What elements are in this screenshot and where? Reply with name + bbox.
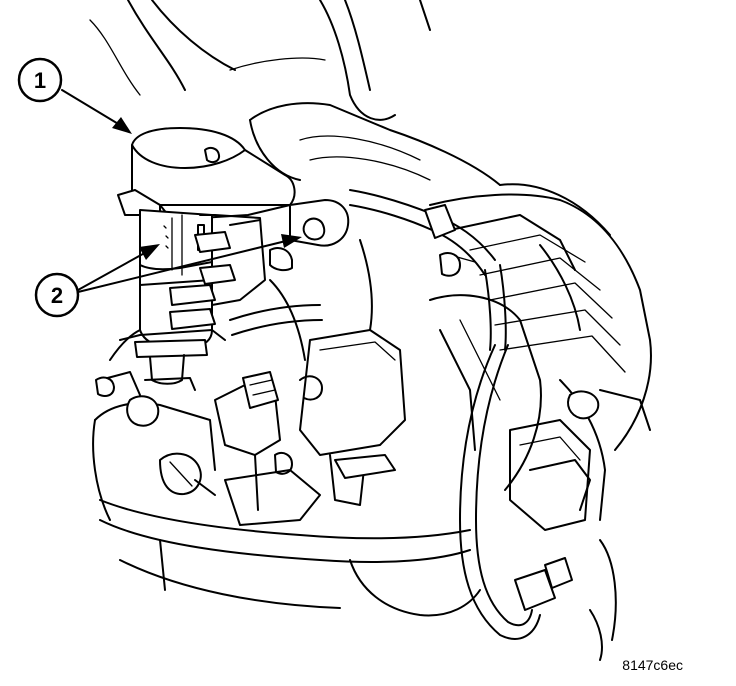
leader-line-2a bbox=[77, 249, 151, 291]
wiring-harness bbox=[229, 189, 581, 640]
figure-code: 8147c6ec bbox=[622, 657, 683, 673]
callout-label-2: 2 bbox=[51, 283, 63, 308]
callout-1: 1 bbox=[17, 57, 63, 103]
oil-pan-area bbox=[92, 329, 481, 617]
mounting-brackets bbox=[214, 329, 406, 526]
arrowhead-2a bbox=[139, 244, 160, 260]
callout-2: 2 bbox=[34, 272, 80, 318]
callout-circle-2 bbox=[34, 272, 80, 318]
actuator-assembly bbox=[117, 127, 350, 391]
transmission-housing bbox=[429, 183, 652, 661]
leader-line-1 bbox=[61, 89, 126, 129]
callout-leaders bbox=[61, 89, 302, 293]
arrowhead-1 bbox=[112, 117, 132, 134]
engine-block-background bbox=[89, 0, 501, 186]
arrowhead-2b bbox=[281, 234, 302, 248]
leader-line-2b bbox=[77, 239, 291, 293]
callout-circle-1 bbox=[17, 57, 63, 103]
callout-label-1: 1 bbox=[34, 68, 46, 93]
